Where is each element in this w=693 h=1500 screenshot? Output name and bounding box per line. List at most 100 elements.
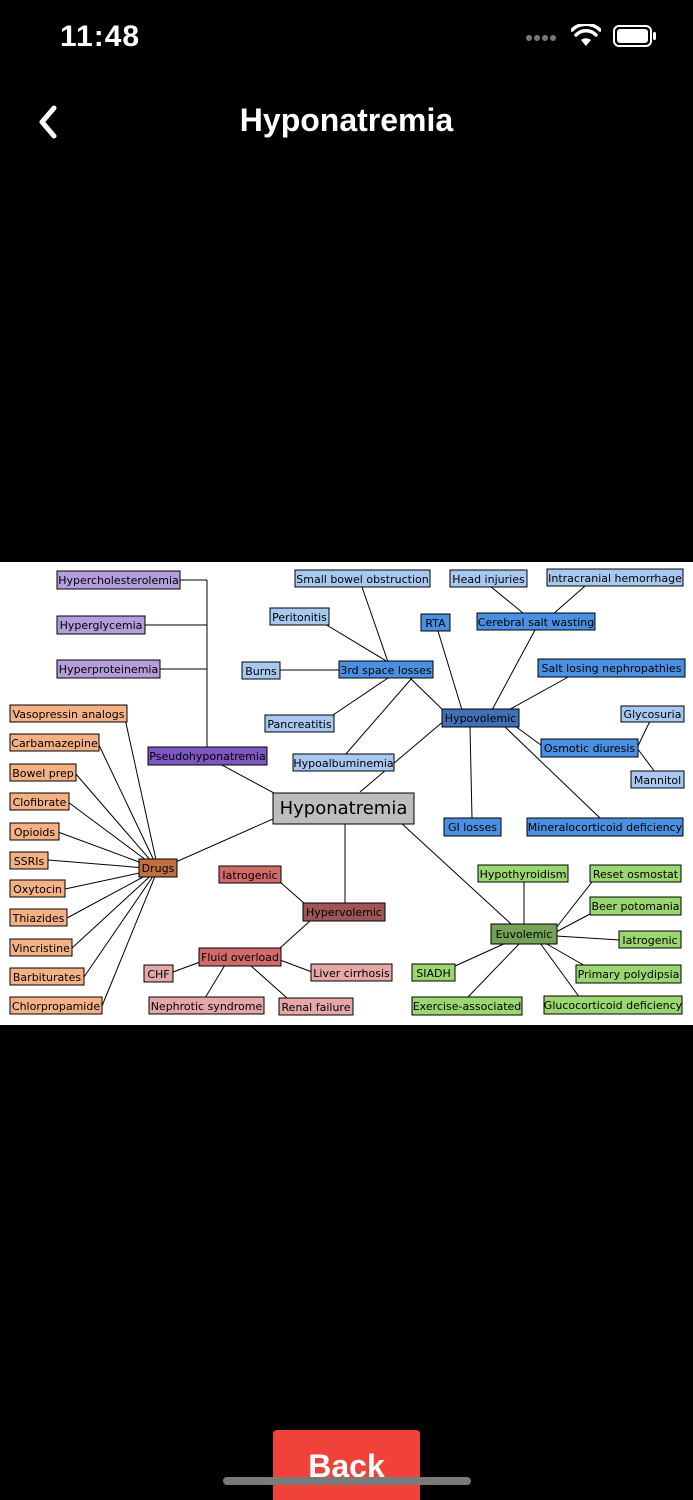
back-button[interactable]: Back — [273, 1430, 420, 1500]
node-gi-losses — [443, 817, 502, 837]
signal-dots-icon — [525, 30, 559, 48]
nav-bar: Hyponatremia — [0, 88, 693, 156]
node-barbiturates — [9, 967, 85, 986]
label-thiazides: Thiazides — [12, 912, 65, 925]
label-siadh: SIADH — [416, 967, 451, 980]
label-vincristine: Vincristine — [12, 942, 70, 955]
node-glycosuria — [620, 705, 685, 723]
node-renal-failure — [278, 997, 354, 1016]
node-rta — [420, 613, 451, 632]
node-pancreatitis — [264, 714, 335, 733]
label-hypovolemic: Hypovolemic — [445, 712, 516, 725]
label-carbamazepine: Carbamazepine — [11, 737, 98, 750]
status-time: 11:48 — [60, 20, 141, 53]
label-iatrogenic-euvolemic: Iatrogenic — [622, 934, 677, 947]
label-opioids: Opioids — [14, 826, 55, 839]
label-exercise-associated: Exercise-associated — [413, 1000, 522, 1013]
root-node-label: Hyponatremia — [280, 798, 408, 819]
label-euvolemic: Euvolemic — [496, 928, 553, 941]
label-iatrogenic-hypervolemic: Iatrogenic — [222, 869, 277, 882]
node-primary-polydipsia — [575, 964, 682, 984]
node-clofibrate — [9, 792, 70, 811]
node-hypothyroidism — [477, 864, 569, 883]
node-small-bowel-obstruction — [294, 569, 431, 588]
label-rta: RTA — [425, 617, 446, 630]
node-hypervolemic — [302, 902, 386, 922]
node-hypoalbuminemia — [292, 753, 395, 772]
wifi-icon — [570, 22, 602, 53]
label-pseudohyponatremia: Pseudohyponatremia — [149, 750, 265, 763]
label-vasopressin-analogs: Vasopressin analogs — [13, 708, 125, 721]
label-head-injuries: Head injuries — [452, 573, 525, 586]
node-exercise-associated — [411, 996, 523, 1016]
label-barbiturates: Barbiturates — [13, 971, 81, 984]
status-bar: 11:48 — [0, 0, 693, 80]
label-glucocorticoid-deficiency: Glucocorticoid deficiency — [544, 999, 683, 1012]
node-vasopressin-analogs — [9, 704, 128, 723]
label-reset-osmostat: Reset osmostat — [593, 868, 679, 881]
node-siadh — [411, 963, 456, 982]
node-drugs — [138, 858, 178, 878]
node-cerebral-salt-wasting — [476, 612, 596, 631]
label-salt-losing-nephropathies: Salt losing nephropathies — [542, 662, 682, 675]
label-drugs: Drugs — [142, 862, 175, 875]
node-hypovolemic — [441, 708, 520, 728]
label-hypoalbuminemia: Hypoalbuminemia — [293, 757, 393, 770]
label-chf: CHF — [147, 968, 169, 981]
label-hypothyroidism: Hypothyroidism — [480, 868, 567, 881]
label-nephrotic-syndrome: Nephrotic syndrome — [151, 1000, 263, 1013]
label-clofibrate: Clofibrate — [13, 796, 67, 809]
node-reset-osmostat — [589, 864, 682, 883]
label-mineralocorticoid-deficiency: Mineralocorticoid deficiency — [528, 821, 683, 834]
node-3rd-space-losses — [338, 660, 434, 679]
status-icons — [525, 22, 657, 53]
label-hyperglycemia: Hyperglycemia — [60, 619, 143, 632]
node-iatrogenic-euvolemic — [618, 930, 682, 949]
page-title: Hyponatremia — [239, 102, 454, 138]
label-hyperproteinemia: Hyperproteinemia — [59, 663, 158, 676]
node-osmotic-diuresis — [540, 738, 639, 758]
label-fluid-overload: Fluid overload — [201, 951, 279, 964]
node-chf — [143, 964, 174, 983]
node-ssris — [9, 851, 49, 870]
label-intracranial-hemorrhage: Intracranial hemorrhage — [548, 572, 682, 585]
diagram-edges — [47, 579, 656, 1007]
label-gi-losses: GI losses — [448, 821, 497, 834]
label-pancreatitis: Pancreatitis — [267, 718, 331, 731]
label-mannitol: Mannitol — [634, 774, 681, 787]
node-fluid-overload — [198, 947, 282, 967]
label-primary-polydipsia: Primary polydipsia — [578, 968, 680, 981]
node-iatrogenic-hypervolemic — [218, 865, 282, 884]
chevron-left-icon[interactable] — [30, 102, 70, 142]
diagram-image: Hyponatremia Hypercholesterolemia Hyperg… — [0, 562, 693, 1025]
label-hypercholesterolemia: Hypercholesterolemia — [58, 574, 179, 587]
node-beer-potomania — [589, 896, 682, 916]
label-bowel-prep: Bowel prep — [12, 767, 74, 780]
label-oxytocin: Oxytocin — [13, 883, 62, 896]
label-glycosuria: Glycosuria — [624, 708, 682, 721]
hyponatremia-diagram: Hyponatremia Hypercholesterolemia Hyperg… — [9, 568, 686, 1016]
node-pseudohyponatremia — [147, 746, 268, 766]
label-hypervolemic: Hypervolemic — [306, 906, 382, 919]
battery-icon — [613, 24, 657, 53]
label-renal-failure: Renal failure — [282, 1001, 351, 1014]
diagram-nodes: Hyponatremia Hypercholesterolemia Hyperg… — [9, 568, 686, 1016]
label-peritonitis: Peritonitis — [272, 611, 327, 624]
home-indicator — [223, 1477, 471, 1485]
node-glucocorticoid-deficiency — [543, 995, 683, 1015]
node-bowel-prep — [9, 763, 77, 782]
node-oxytocin — [9, 879, 66, 898]
node-thiazides — [9, 908, 68, 927]
label-small-bowel-obstruction: Small bowel obstruction — [296, 573, 428, 586]
label-cerebral-salt-wasting: Cerebral salt wasting — [478, 616, 594, 629]
node-vincristine — [9, 938, 73, 957]
label-3rd-space-losses: 3rd space losses — [340, 664, 432, 677]
node-hypercholesterolemia — [56, 570, 181, 590]
label-osmotic-diuresis: Osmotic diuresis — [544, 742, 636, 755]
label-beer-potomania: Beer potomania — [591, 900, 679, 913]
label-liver-cirrhosis: Liver cirrhosis — [313, 967, 390, 980]
node-liver-cirrhosis — [310, 963, 393, 982]
node-peritonitis — [269, 607, 330, 626]
node-head-injuries — [449, 569, 528, 588]
node-hyperglycemia — [56, 615, 146, 635]
